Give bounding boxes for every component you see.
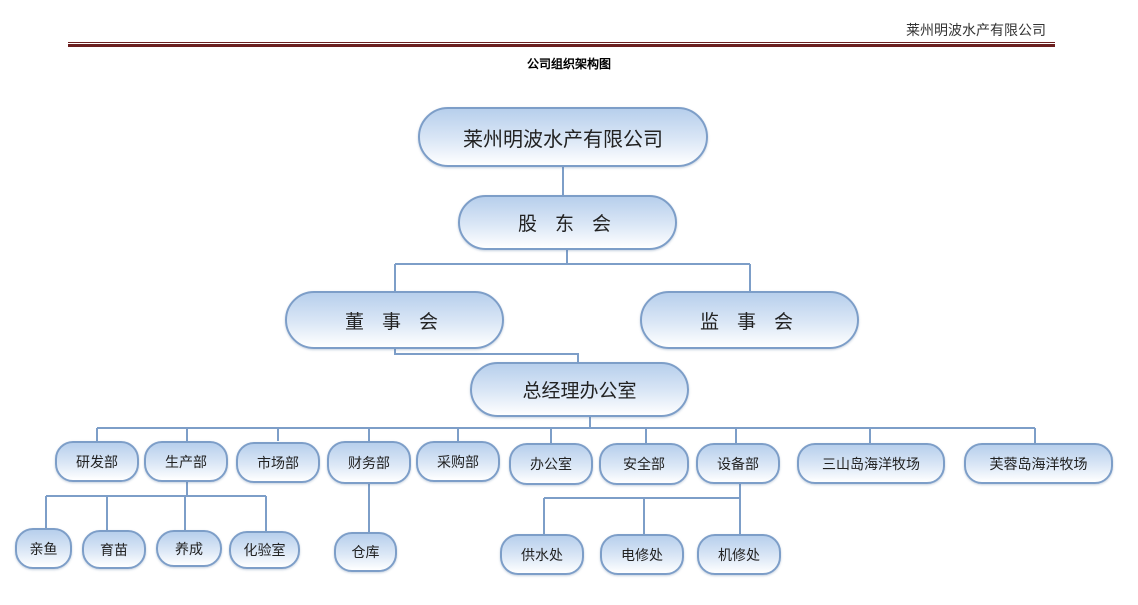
- document-title: 公司组织架构图: [526, 57, 611, 71]
- sub-electrical-repair: 电修处: [600, 534, 684, 575]
- sub-broodstock: 亲鱼: [15, 528, 72, 569]
- sub-machine-repair: 机修处: [697, 534, 781, 575]
- node-company: 莱州明波水产有限公司: [418, 107, 708, 167]
- dept-furongdao-ranch: 芙蓉岛海洋牧场: [964, 443, 1113, 484]
- sub-grow-out: 养成: [156, 530, 222, 567]
- connector: [543, 484, 741, 534]
- connector: [394, 349, 579, 362]
- header-rule-thick: [68, 44, 1055, 47]
- node-board: 董 事 会: [285, 291, 504, 349]
- dept-finance: 财务部: [327, 441, 411, 484]
- sub-lab: 化验室: [229, 531, 300, 569]
- dept-sanshandao-ranch: 三山岛海洋牧场: [797, 443, 945, 484]
- connector: [96, 417, 1036, 443]
- dept-safety: 安全部: [599, 443, 689, 485]
- header-company: 莱州明波水产有限公司: [906, 23, 1046, 39]
- header-rule-thin: [68, 42, 1055, 43]
- connector: [45, 482, 267, 531]
- dept-production: 生产部: [144, 441, 228, 482]
- node-shareholders: 股 东 会: [458, 195, 677, 250]
- sub-warehouse: 仓库: [334, 532, 397, 572]
- dept-rnd: 研发部: [55, 441, 139, 482]
- dept-marketing: 市场部: [236, 442, 320, 483]
- sub-water-supply: 供水处: [500, 534, 584, 575]
- connector: [394, 250, 751, 291]
- dept-office: 办公室: [509, 443, 593, 485]
- dept-purchasing: 采购部: [416, 441, 500, 482]
- node-gm-office: 总经理办公室: [470, 362, 689, 417]
- node-supervisors: 监 事 会: [640, 291, 859, 349]
- sub-hatchery: 育苗: [82, 530, 146, 569]
- dept-equipment: 设备部: [696, 443, 780, 484]
